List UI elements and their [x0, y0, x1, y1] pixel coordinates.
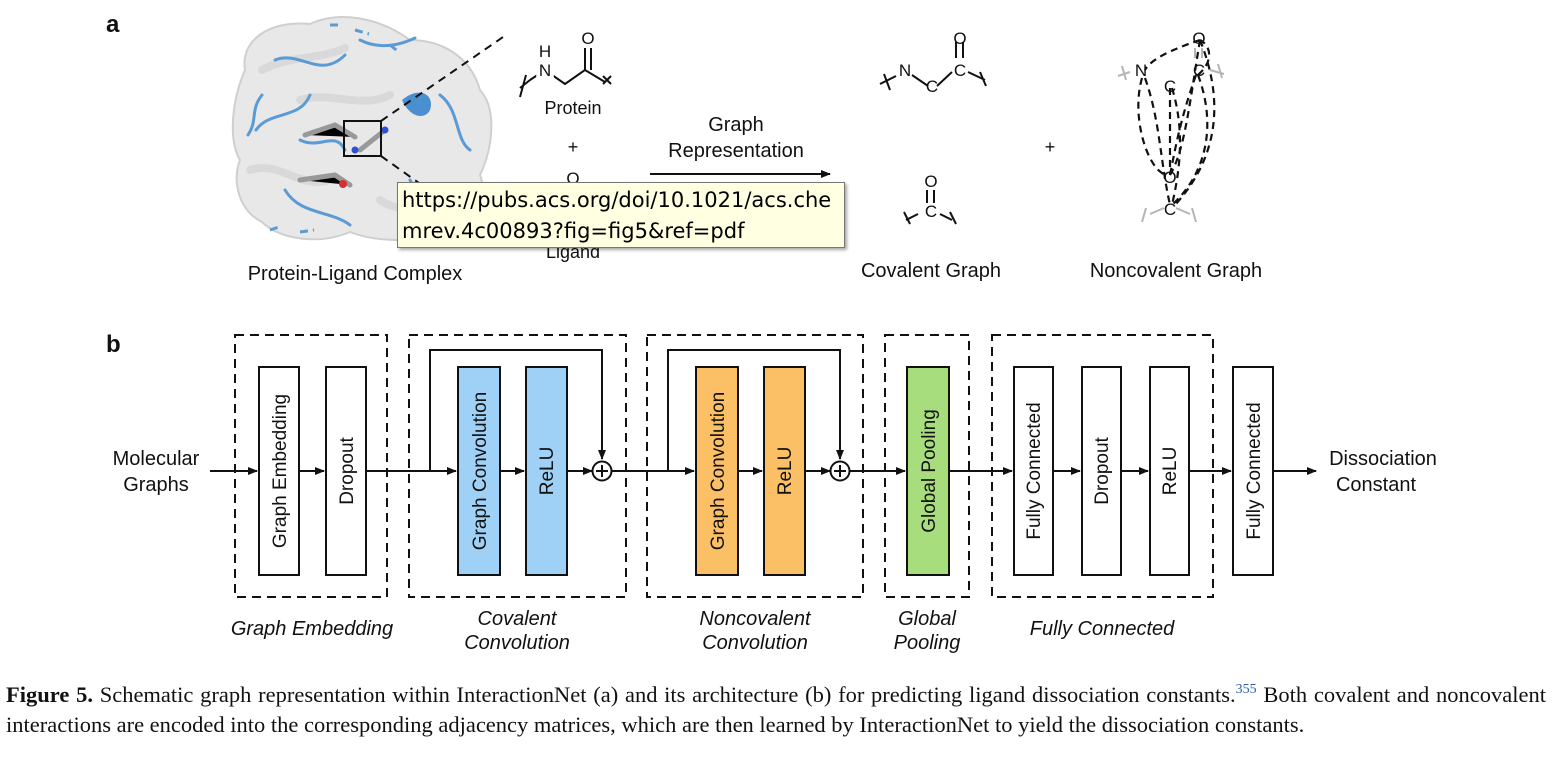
block-label-graph-embedding: Graph Embedding [270, 394, 291, 548]
group-label-noncovalent-line2: Convolution [702, 632, 808, 654]
caption-text-part2: Both covalent and noncovalent interactio… [6, 682, 1547, 737]
block-fully-connected-2 [1232, 366, 1274, 576]
block-label-relu-3: ReLU [1160, 447, 1181, 496]
sum-node-covalent [591, 460, 613, 482]
svg-text:N: N [539, 61, 551, 80]
group-label-covalent-line2: Convolution [464, 632, 570, 654]
svg-text:C: C [954, 61, 966, 80]
svg-text:N: N [899, 61, 911, 80]
figure-label: Figure 5. [6, 682, 93, 707]
group-label-global-pooling-line2: Pooling [894, 632, 961, 654]
caption-text-part1: Schematic graph representation within In… [92, 682, 1236, 707]
tooltip-url-text: https://pubs.acs.org/doi/10.1021/acs.che… [402, 188, 832, 243]
arrow-label-graph: Graph [708, 114, 764, 136]
block-label-fully-connected-1: Fully Connected [1024, 402, 1045, 539]
noncovalent-graph-label: Noncovalent Graph [1090, 260, 1262, 282]
figure-caption: Figure 5. Schematic graph representation… [6, 680, 1546, 740]
arrow-label-representation: Representation [668, 140, 804, 162]
block-label-graph-convolution-1: Graph Convolution [470, 392, 491, 550]
covalent-graph-label: Covalent Graph [861, 260, 1001, 282]
sum-node-noncovalent [829, 460, 851, 482]
zoom-line-top [380, 34, 507, 122]
block-label-fully-connected-2: Fully Connected [1244, 402, 1265, 539]
protein-fragment-structure: H N N O [519, 29, 612, 98]
panel-b-label: b [106, 331, 121, 358]
zoom-box [343, 120, 382, 157]
svg-text:C: C [926, 77, 938, 96]
block-graph-embedding [258, 366, 300, 576]
group-label-global-pooling-line1: Global [898, 608, 956, 630]
group-label-covalent-line1: Covalent [478, 608, 558, 630]
block-relu-2 [763, 366, 806, 576]
group-frames [234, 334, 1214, 598]
group-label-graph-embedding: Graph Embedding [231, 618, 393, 640]
block-relu-1 [525, 366, 568, 576]
url-tooltip: https://pubs.acs.org/doi/10.1021/acs.che… [397, 182, 845, 248]
svg-text:O: O [1192, 29, 1205, 48]
svg-text:O: O [924, 172, 937, 191]
protein-label: Protein [544, 98, 601, 118]
output-label-line1: Dissociation [1329, 448, 1437, 470]
citation-reference-link[interactable]: 355 [1235, 682, 1257, 697]
block-label-relu-2: ReLU [775, 447, 796, 496]
group-frame-fully-connected [991, 334, 1214, 598]
block-global-pooling [906, 366, 950, 576]
output-label-line2: Constant [1336, 474, 1416, 496]
block-graph-convolution-1 [457, 366, 501, 576]
group-frame-graph-embedding [234, 334, 388, 598]
covalent-graph-structure: N C C O O C [879, 29, 987, 225]
svg-text:C: C [1164, 77, 1176, 96]
svg-text:H: H [539, 42, 551, 61]
group-frame-noncovalent-convolution [646, 334, 864, 598]
block-label-global-pooling: Global Pooling [919, 409, 940, 533]
block-dropout-1 [325, 366, 367, 576]
plus-sign-graphs: + [1045, 137, 1056, 157]
protein-ligand-complex-label: Protein-Ligand Complex [248, 263, 463, 285]
residual-connection-noncovalent [667, 349, 844, 471]
group-frame-global-pooling [884, 334, 970, 598]
block-graph-convolution-2 [695, 366, 739, 576]
svg-text:C: C [1164, 200, 1176, 219]
svg-text:N: N [539, 61, 551, 80]
figure-5-graphic: a Protein-Ligand Complex H N N O Protein… [106, 11, 1437, 654]
block-fully-connected-1 [1013, 366, 1054, 576]
svg-text:O: O [953, 29, 966, 48]
block-label-dropout-2: Dropout [1092, 436, 1113, 504]
block-dropout-2 [1081, 366, 1122, 576]
group-label-fully-connected: Fully Connected [1030, 618, 1175, 640]
group-frame-covalent-convolution [408, 334, 627, 598]
input-label-line1: Molecular [113, 448, 200, 470]
residual-connection-covalent [429, 349, 606, 471]
group-label-noncovalent-line1: Noncovalent [699, 608, 812, 630]
flow-arrows [210, 349, 1317, 475]
block-relu-3 [1149, 366, 1190, 576]
svg-text:O: O [1163, 168, 1176, 187]
noncovalent-graph-structure: N C C O O C [1117, 29, 1225, 223]
input-label-line2: Graphs [123, 474, 189, 496]
svg-text:O: O [581, 29, 594, 48]
block-label-graph-convolution-2: Graph Convolution [708, 392, 729, 550]
plus-sign-protein-ligand: + [568, 137, 579, 157]
svg-text:C: C [1193, 61, 1205, 80]
panel-a-label: a [106, 11, 120, 38]
block-label-dropout-1: Dropout [337, 436, 358, 504]
svg-text:N: N [1135, 61, 1147, 80]
svg-text:C: C [925, 202, 937, 221]
block-label-relu-1: ReLU [537, 447, 558, 496]
